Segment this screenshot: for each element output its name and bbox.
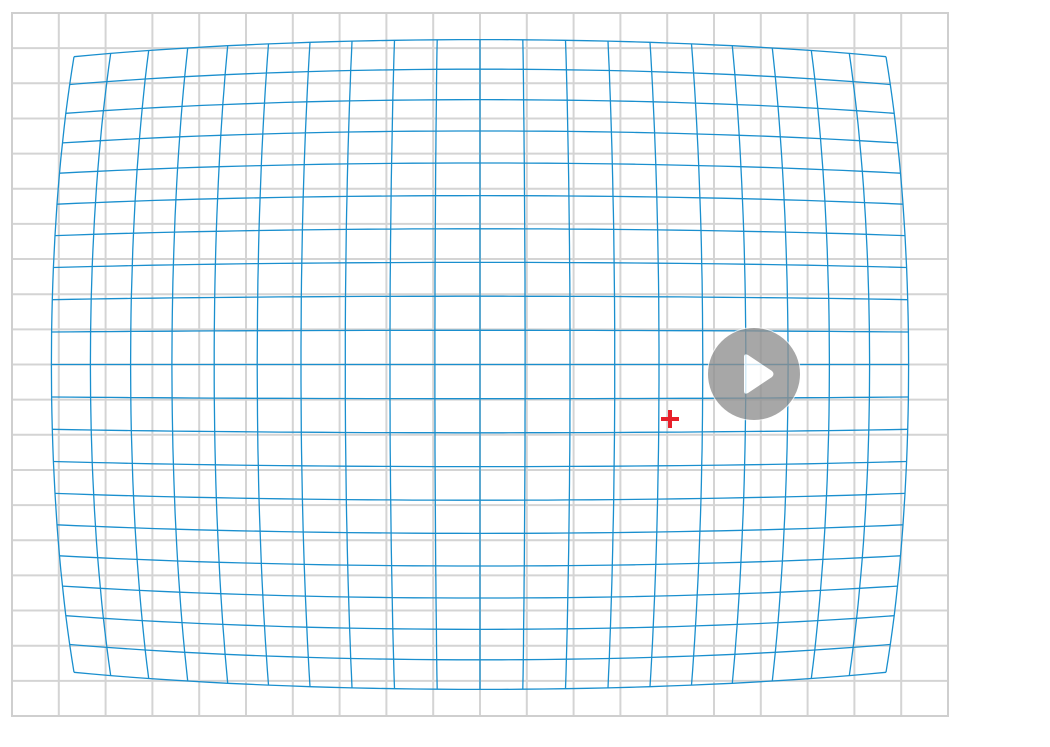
reference-grid-border xyxy=(11,12,949,717)
distortion-grid-hline xyxy=(53,460,907,468)
distortion-grid-hline xyxy=(56,194,904,205)
distortion-grid-hline xyxy=(54,228,906,237)
distortion-grid-hline xyxy=(53,261,907,269)
distortion-grid-hline xyxy=(69,68,891,86)
distortion-grid-hline xyxy=(59,555,901,567)
distortion-grid-hline xyxy=(56,524,904,535)
distortion-grid-hline xyxy=(51,329,909,333)
distortion-grid-hline xyxy=(54,492,906,501)
distortion-grid-hline xyxy=(73,671,887,691)
distortion-grid xyxy=(50,38,910,691)
distortion-grid-hline xyxy=(65,615,895,631)
distortion-grid-hline xyxy=(65,98,895,114)
distortion-grid-hline xyxy=(52,428,908,434)
distortion-grid-hline xyxy=(69,643,891,661)
distortion-grid-hline xyxy=(59,162,901,174)
distortion-grid-hline xyxy=(62,130,898,144)
play-button[interactable] xyxy=(708,328,800,420)
distortion-grid-hline xyxy=(73,38,887,58)
distortion-grid-hline xyxy=(52,295,908,301)
distortion-grid-hline xyxy=(62,585,898,599)
crosshair-icon xyxy=(659,408,681,430)
play-icon xyxy=(744,354,774,394)
